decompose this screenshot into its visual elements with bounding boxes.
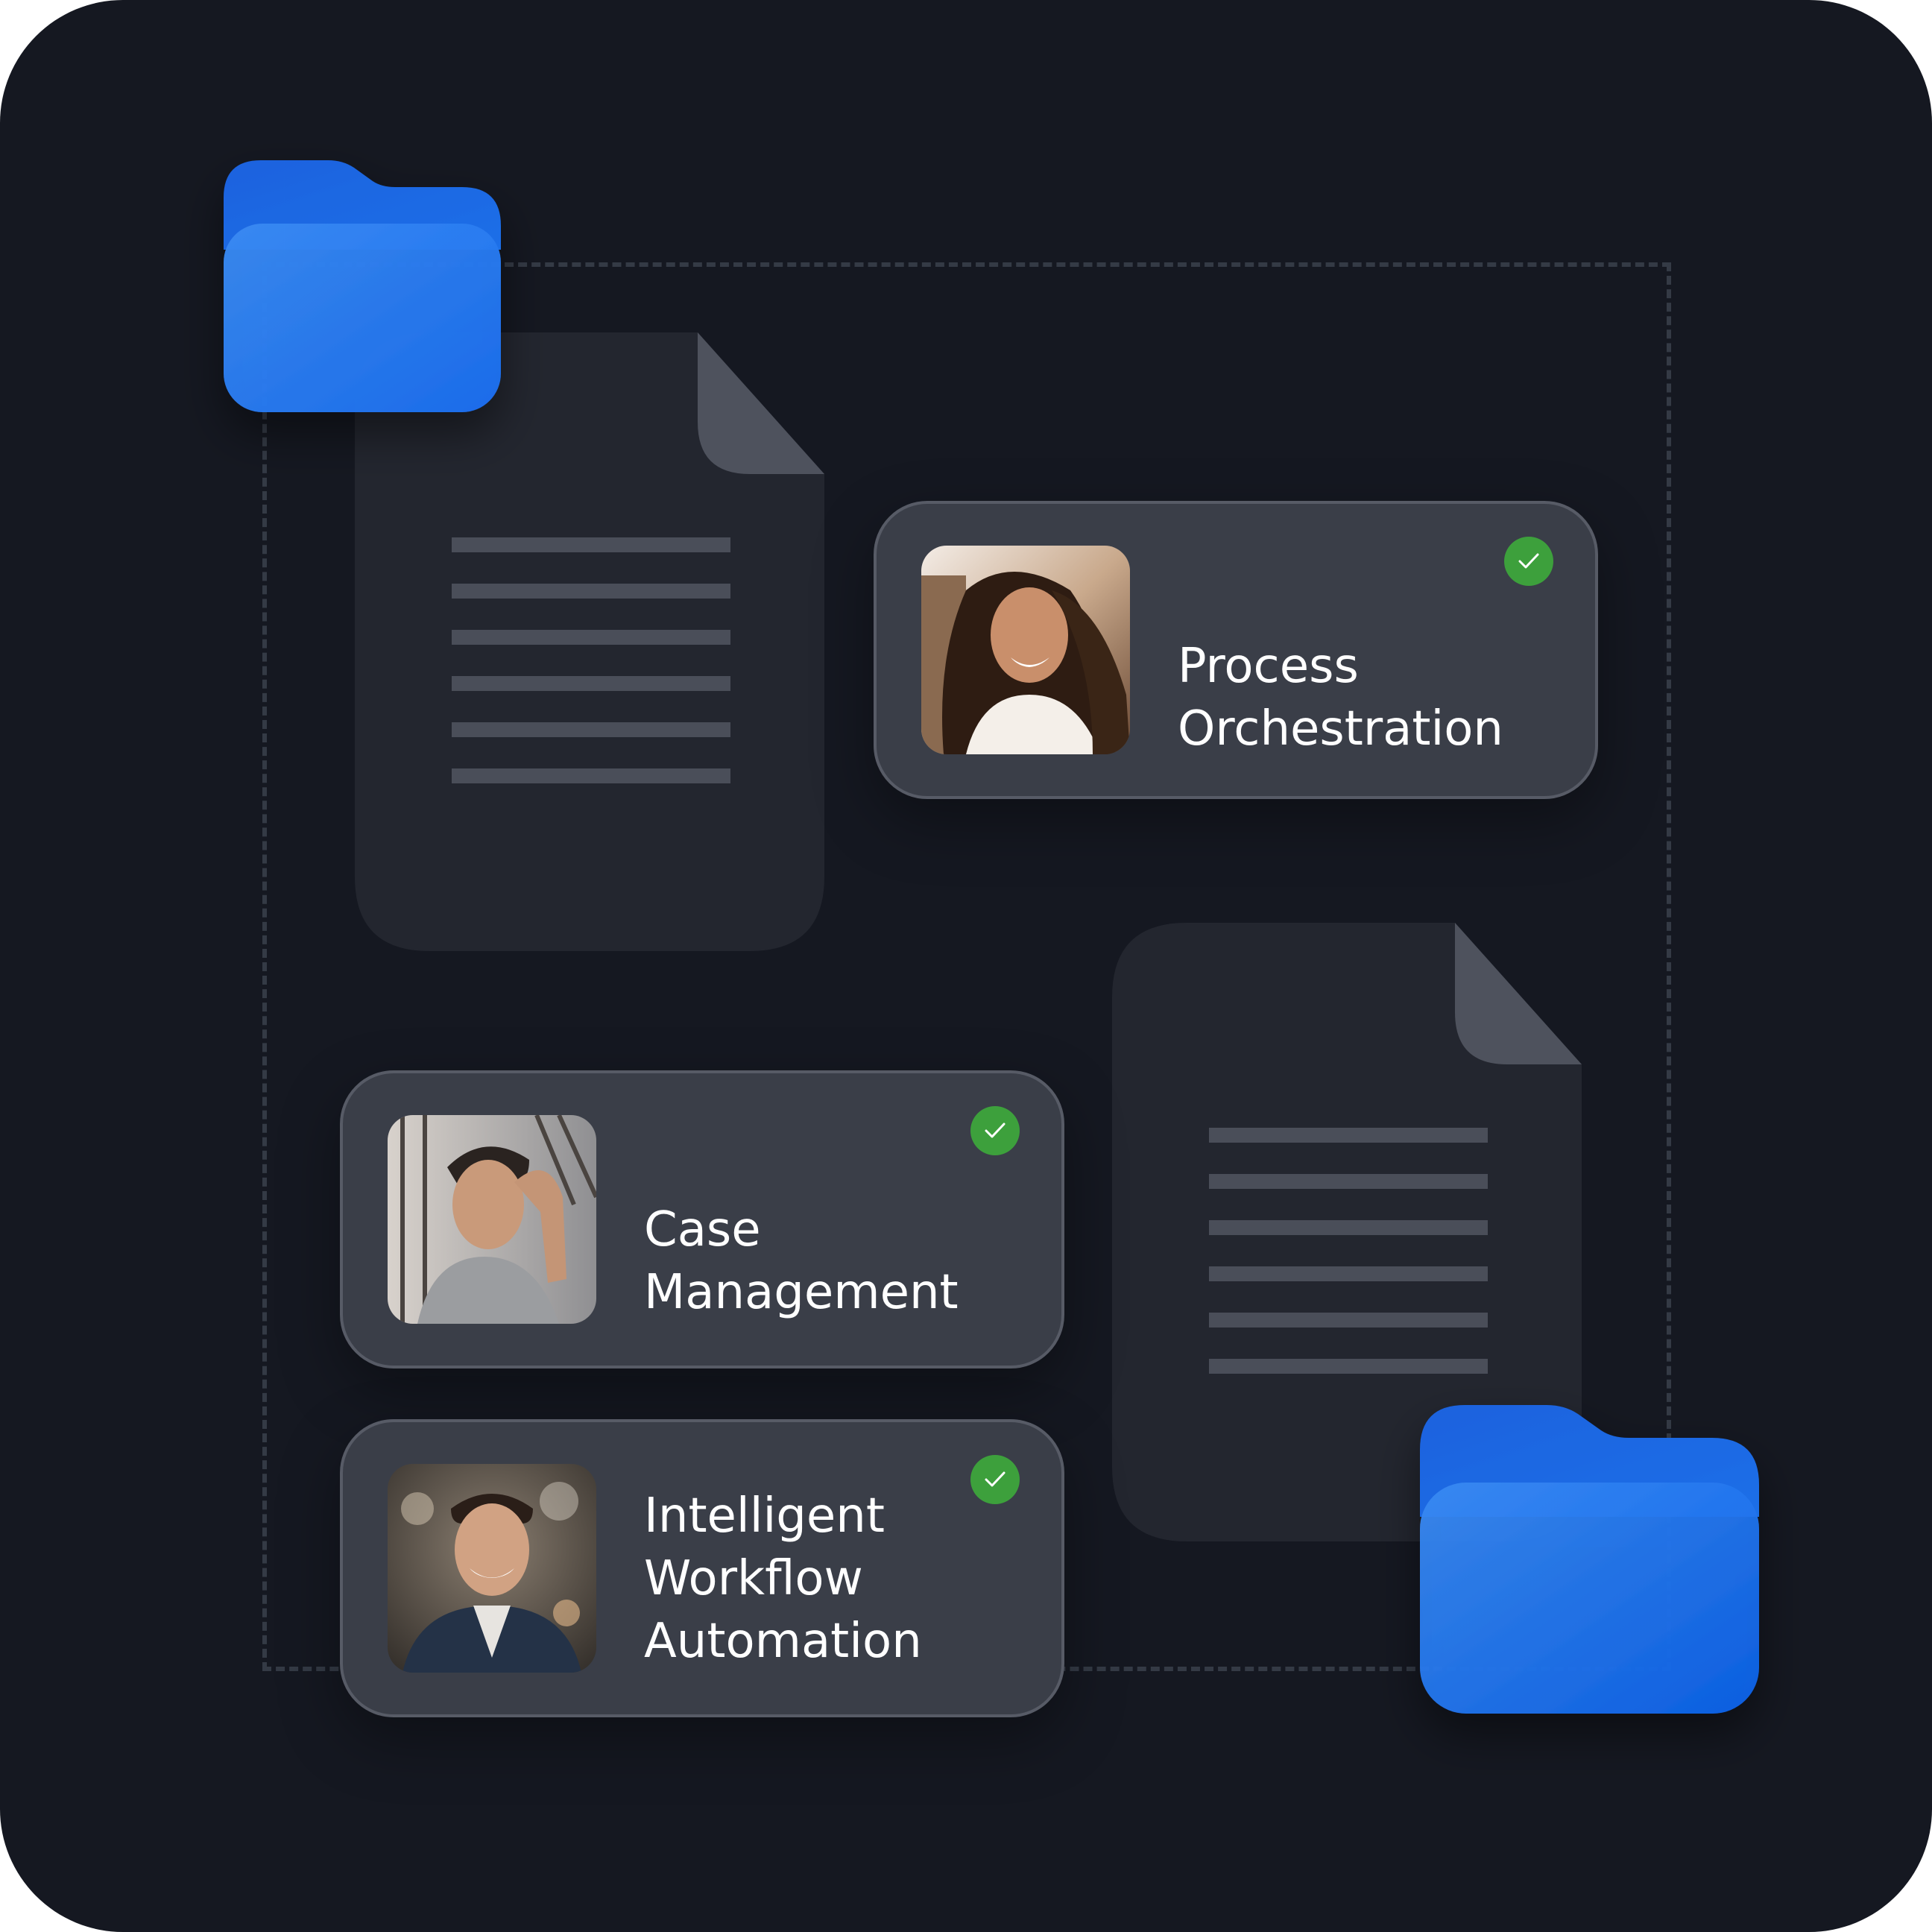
woman-smiling-avatar xyxy=(921,546,1130,754)
card-process-orchestration[interactable]: Process Orchestration xyxy=(874,501,1598,799)
card-title-line: Process xyxy=(1178,639,1359,694)
check-icon xyxy=(1504,537,1553,586)
card-title-line: Intelligent xyxy=(644,1489,885,1544)
card-title-line: Management xyxy=(644,1265,959,1320)
document-icon xyxy=(1112,923,1582,1541)
card-title: Case Management xyxy=(644,1199,959,1324)
document-icon xyxy=(355,332,824,951)
card-title-line: Case xyxy=(644,1202,761,1257)
man-smiling-avatar xyxy=(388,1464,596,1673)
card-title-line: Automation xyxy=(644,1614,922,1669)
card-title: Process Orchestration xyxy=(1178,635,1503,760)
card-intelligent-workflow-automation[interactable]: Intelligent Workflow Automation xyxy=(340,1419,1064,1717)
check-icon xyxy=(970,1455,1020,1504)
folder-icon xyxy=(1420,1405,1759,1714)
card-title-line: Workflow xyxy=(644,1551,863,1606)
man-hand-in-hair-avatar xyxy=(388,1115,596,1324)
folder-icon xyxy=(224,160,501,412)
check-icon xyxy=(970,1106,1020,1155)
card-case-management[interactable]: Case Management xyxy=(340,1070,1064,1368)
card-title-line: Orchestration xyxy=(1178,701,1503,757)
card-title: Intelligent Workflow Automation xyxy=(644,1485,922,1673)
